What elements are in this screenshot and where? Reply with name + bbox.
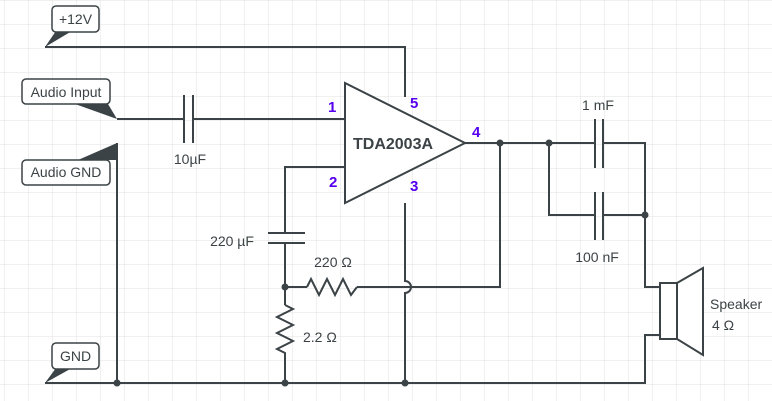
- parallel-wire: [548, 143, 645, 216]
- input-cap-label: 10µF: [174, 151, 206, 167]
- feedback-resistor-label: 220 Ω: [314, 254, 352, 270]
- cap-1mf-label: 1 mF: [582, 97, 614, 113]
- feedback-wire: [284, 143, 501, 305]
- speaker-label: Speaker: [710, 296, 762, 312]
- pin-4-label: 4: [472, 124, 481, 141]
- speaker-icon: [659, 266, 704, 357]
- amplifier-label: TDA2003A: [353, 136, 433, 153]
- junction-dots: [113, 139, 649, 387]
- ground-resistor-label: 2.2 Ω: [303, 329, 337, 345]
- svg-text:Audio Input: Audio Input: [31, 84, 102, 100]
- feedback-cap-label: 220 µF: [210, 233, 254, 249]
- svg-text:GND: GND: [60, 348, 91, 364]
- gnd-net-label: GND: [45, 342, 100, 383]
- ground-resistor: [274, 304, 296, 383]
- pin-1-label: 1: [328, 99, 336, 116]
- feedback-capacitor: [268, 232, 305, 244]
- pin-5-label: 5: [410, 95, 418, 112]
- output-capacitor-100nf: [594, 192, 604, 240]
- ground-bus: [45, 334, 660, 384]
- audio-gnd-net-label: Audio GND: [21, 143, 117, 186]
- cap-100nf-label: 100 nF: [575, 249, 619, 265]
- audio-input-net-label: Audio Input: [21, 78, 117, 119]
- supply-wire: [45, 46, 406, 97]
- svg-text:+12V: +12V: [59, 11, 93, 27]
- svg-text:Audio GND: Audio GND: [31, 164, 102, 180]
- pin-2-label: 2: [329, 174, 337, 191]
- amplifier-triangle: [344, 81, 468, 205]
- supply-net-label: +12V: [45, 5, 100, 47]
- pin-3-label: 3: [410, 178, 418, 195]
- input-capacitor: [183, 95, 194, 143]
- output-capacitor-1mf: [594, 119, 604, 168]
- feedback-resistor: [306, 276, 358, 298]
- speaker-impedance-label: 4 Ω: [712, 317, 734, 333]
